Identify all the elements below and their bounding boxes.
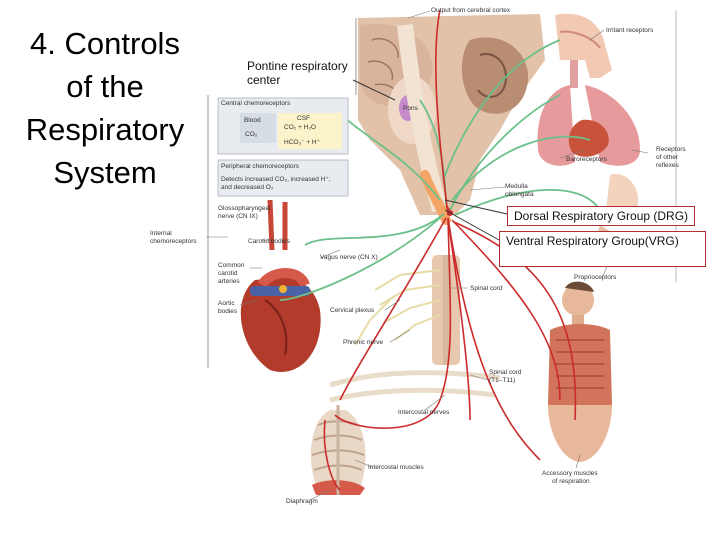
label-internal-1: Internal bbox=[150, 230, 172, 237]
label-common-1: Common bbox=[218, 262, 245, 269]
slide-title: 4. Controls of the Respiratory System bbox=[2, 22, 208, 194]
csf-equation-1: CO₂ + H₂O bbox=[284, 124, 316, 131]
label-receptors-other-3: reflexes bbox=[656, 162, 679, 169]
central-box-title: Central chemoreceptors bbox=[221, 100, 291, 107]
peripheral-chemoreceptor-box bbox=[217, 159, 349, 197]
peripheral-box-title: Peripheral chemoreceptors bbox=[221, 163, 300, 170]
label-diaphragm: Diaphragm bbox=[286, 498, 318, 505]
label-spinal-cord: Spinal cord bbox=[470, 285, 503, 292]
csf-equation-2: HCO₃⁻ + H⁺ bbox=[284, 139, 321, 146]
spinal-cord bbox=[432, 255, 460, 365]
head-lungs bbox=[537, 13, 640, 166]
label-cervical-plexus: Cervical plexus bbox=[330, 307, 375, 314]
label-glossopharyngeal-2: nerve (CN IX) bbox=[218, 213, 258, 220]
callout-drg: Dorsal Respiratory Group (DRG) bbox=[507, 206, 696, 226]
label-medulla: Medulla bbox=[505, 183, 528, 190]
label-output-cortex: Output from cerebral cortex bbox=[431, 7, 511, 14]
label-pons: Pons bbox=[403, 105, 418, 112]
label-glossopharyngeal-1: Glossopharyngeal bbox=[218, 205, 271, 212]
label-aortic-2: bodies bbox=[218, 308, 238, 315]
label-receptors-other-2: of other bbox=[656, 154, 679, 161]
blood-label: Blood bbox=[244, 117, 261, 124]
callout-vrg: Ventral Respiratory Group(VRG) bbox=[499, 231, 706, 267]
callout-pontine-center: Pontine respiratory center bbox=[247, 59, 348, 87]
csf-label: CSF bbox=[297, 115, 310, 122]
red-nerves bbox=[323, 9, 577, 491]
label-spinal-t-2: (T1–T11) bbox=[489, 377, 516, 384]
label-aortic-1: Aortic bbox=[218, 300, 235, 307]
title-line: System bbox=[53, 155, 157, 190]
label-internal-2: chemoreceptors bbox=[150, 238, 197, 245]
label-intercostal-muscles: Intercostal muscles bbox=[368, 464, 424, 471]
label-accessory-2: of respiration bbox=[552, 478, 590, 485]
label-vagus-nerve: Vagus nerve (CN X) bbox=[320, 254, 378, 261]
title-line: Respiratory bbox=[25, 112, 185, 147]
peripheral-box-text-2: and decreased O₂ bbox=[221, 184, 274, 191]
label-proprioceptors: Proprioceptors bbox=[574, 274, 617, 281]
callout-connectors bbox=[352, 79, 508, 241]
label-common-3: arteries bbox=[218, 278, 240, 285]
label-phrenic-nerve: Phrenic nerve bbox=[343, 339, 384, 346]
blood-panel bbox=[240, 113, 276, 143]
peripheral-box-text-1: Detects increased CO₂, increased H⁺, bbox=[221, 176, 331, 183]
label-receptors-other-1: Receptors bbox=[656, 146, 686, 153]
co2-label: CO₂ bbox=[245, 131, 258, 138]
leader-lines bbox=[206, 10, 649, 501]
label-carotid-bodies: Carotid bodies bbox=[248, 238, 290, 245]
label-spinal-t-1: Spinal cord bbox=[489, 369, 522, 376]
title-line: of the bbox=[66, 69, 144, 104]
label-irritant-receptors: Irritant receptors bbox=[606, 27, 654, 34]
label-oblongata: oblongata bbox=[505, 191, 534, 198]
label-baroreceptors: Baroreceptors bbox=[566, 156, 607, 163]
csf-panel bbox=[278, 113, 342, 149]
label-accessory-1: Accessory muscles bbox=[542, 470, 598, 477]
brain-section bbox=[358, 14, 545, 225]
heart-illustration bbox=[240, 199, 321, 372]
intercostal-ribs bbox=[329, 370, 501, 403]
human-torso bbox=[548, 281, 612, 462]
label-common-2: carotid bbox=[218, 270, 238, 277]
label-intercostal-nerves: Intercostal nerves bbox=[398, 409, 450, 416]
title-line: 4. Controls bbox=[30, 26, 180, 61]
